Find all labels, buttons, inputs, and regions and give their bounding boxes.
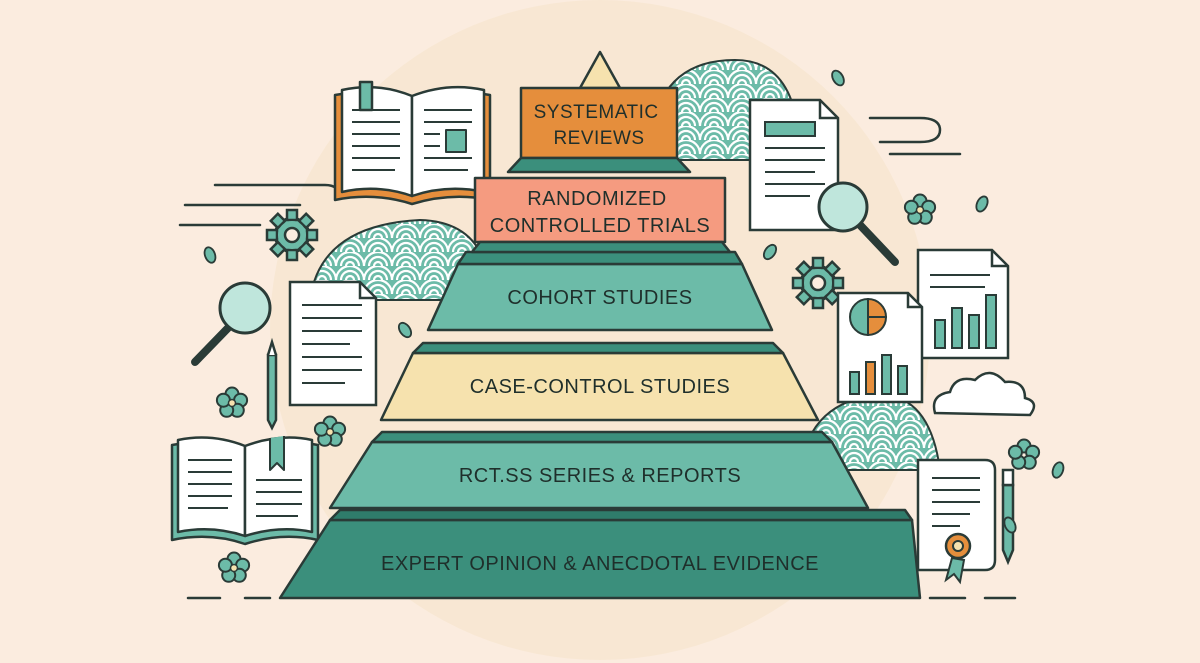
open-book-icon — [333, 80, 492, 206]
tier-3-label: COHORT STUDIES — [507, 287, 692, 309]
pen-icon — [1001, 468, 1015, 566]
open-book-icon — [170, 436, 320, 546]
cloud-icon — [178, 116, 1036, 417]
magnifier-icon — [817, 181, 899, 266]
certificate-icon — [916, 458, 997, 585]
document-icon — [288, 280, 378, 407]
tier-1-label: SYSTEMATIC REVIEWS — [534, 102, 665, 149]
evidence-pyramid — [278, 50, 922, 600]
tier-2-label: RANDOMIZED CONTROLLED TRIALS — [490, 188, 710, 237]
blossom-centers — [227, 205, 925, 573]
pyramid-tier-2-shape — [473, 176, 727, 244]
pyramid-labels: SYSTEMATIC REVIEWS RANDOMIZED CONTROLLED… — [381, 102, 819, 575]
gear-icon — [265, 208, 319, 262]
tier-5-label: RCT.SS SERIES & REPORTS — [459, 465, 741, 487]
tier-4-label: CASE-CONTROL STUDIES — [470, 376, 730, 398]
pencil-icon — [266, 337, 278, 431]
tier-6-label: EXPERT OPINION & ANECDOTAL EVIDENCE — [381, 553, 819, 575]
document-icon — [748, 98, 840, 232]
bar-chart-document-icon — [916, 248, 1010, 360]
gear-icon — [791, 256, 845, 310]
petal-icons — [203, 69, 1065, 534]
bar-chart-document-icon — [836, 291, 924, 404]
magnifier-icon — [191, 281, 272, 366]
